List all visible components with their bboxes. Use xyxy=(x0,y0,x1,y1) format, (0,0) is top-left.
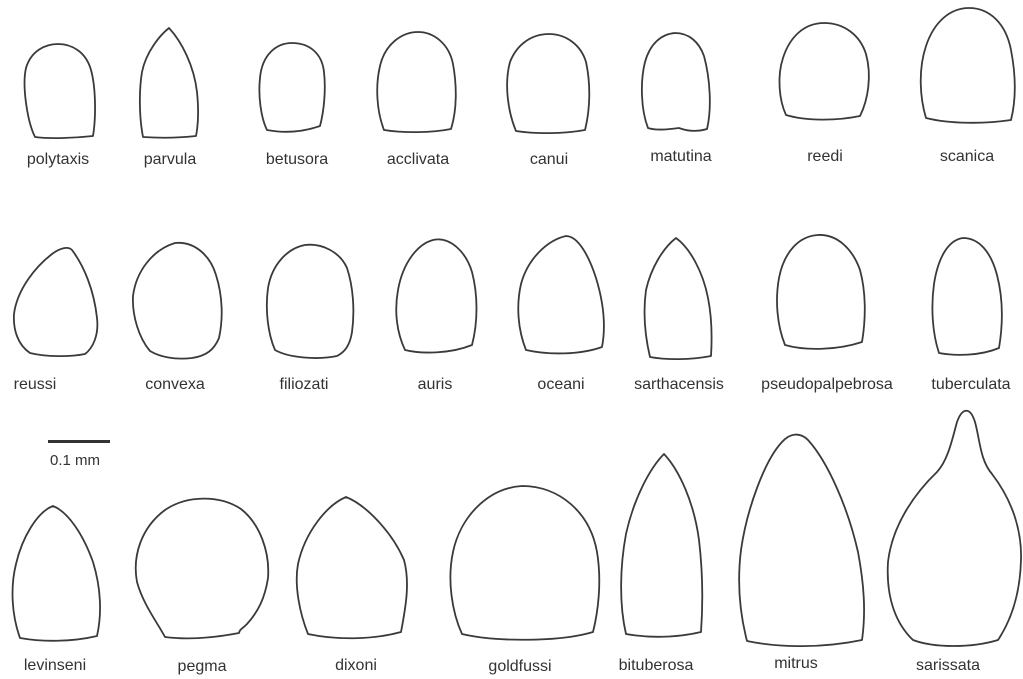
label-betusora: betusora xyxy=(266,152,328,168)
outline-auris xyxy=(396,239,476,352)
label-convexa: convexa xyxy=(145,377,205,393)
outline-sarissata xyxy=(888,411,1021,646)
label-matutina: matutina xyxy=(650,149,711,165)
outline-reedi xyxy=(779,23,868,120)
label-reedi: reedi xyxy=(807,149,843,165)
label-polytaxis: polytaxis xyxy=(27,152,89,168)
label-canui: canui xyxy=(530,152,568,168)
outline-bituberosa xyxy=(621,454,702,637)
outline-acclivata xyxy=(377,32,456,132)
outline-convexa xyxy=(133,243,222,359)
outline-tuberculata xyxy=(932,238,1001,355)
label-pegma: pegma xyxy=(178,659,227,675)
label-parvula: parvula xyxy=(144,152,196,168)
label-tuberculata: tuberculata xyxy=(931,377,1010,393)
outline-canui xyxy=(507,34,589,133)
scale-bar-label: 0.1 mm xyxy=(50,452,100,469)
outline-mitrus xyxy=(739,435,864,647)
label-filiozati: filiozati xyxy=(280,377,329,393)
outline-dixoni xyxy=(297,497,407,638)
label-sarthacensis: sarthacensis xyxy=(634,377,724,393)
label-oceani: oceani xyxy=(537,377,584,393)
label-mitrus: mitrus xyxy=(774,656,818,672)
outline-filiozati xyxy=(267,245,354,358)
label-pseudopalpebrosa: pseudopalpebrosa xyxy=(761,377,893,393)
scale-bar xyxy=(48,440,110,443)
label-auris: auris xyxy=(418,377,453,393)
outline-pseudopalpebrosa xyxy=(777,235,865,349)
outline-betusora xyxy=(259,43,324,132)
outline-sarthacensis xyxy=(645,238,712,359)
outline-oceani xyxy=(518,236,604,353)
outline-polytaxis xyxy=(25,44,95,138)
label-levinseni: levinseni xyxy=(24,658,86,674)
outline-goldfussi xyxy=(450,486,599,640)
label-sarissata: sarissata xyxy=(916,658,980,674)
label-acclivata: acclivata xyxy=(387,152,449,168)
label-reussi: reussi xyxy=(14,377,57,393)
outline-matutina xyxy=(642,33,710,131)
label-goldfussi: goldfussi xyxy=(488,659,551,675)
label-bituberosa: bituberosa xyxy=(619,658,694,674)
outline-levinseni xyxy=(13,506,101,641)
outline-reussi xyxy=(14,248,98,356)
outline-scanica xyxy=(921,8,1015,123)
outline-parvula xyxy=(140,28,198,138)
outline-pegma xyxy=(136,499,269,639)
label-scanica: scanica xyxy=(940,149,994,165)
label-dixoni: dixoni xyxy=(335,658,377,674)
